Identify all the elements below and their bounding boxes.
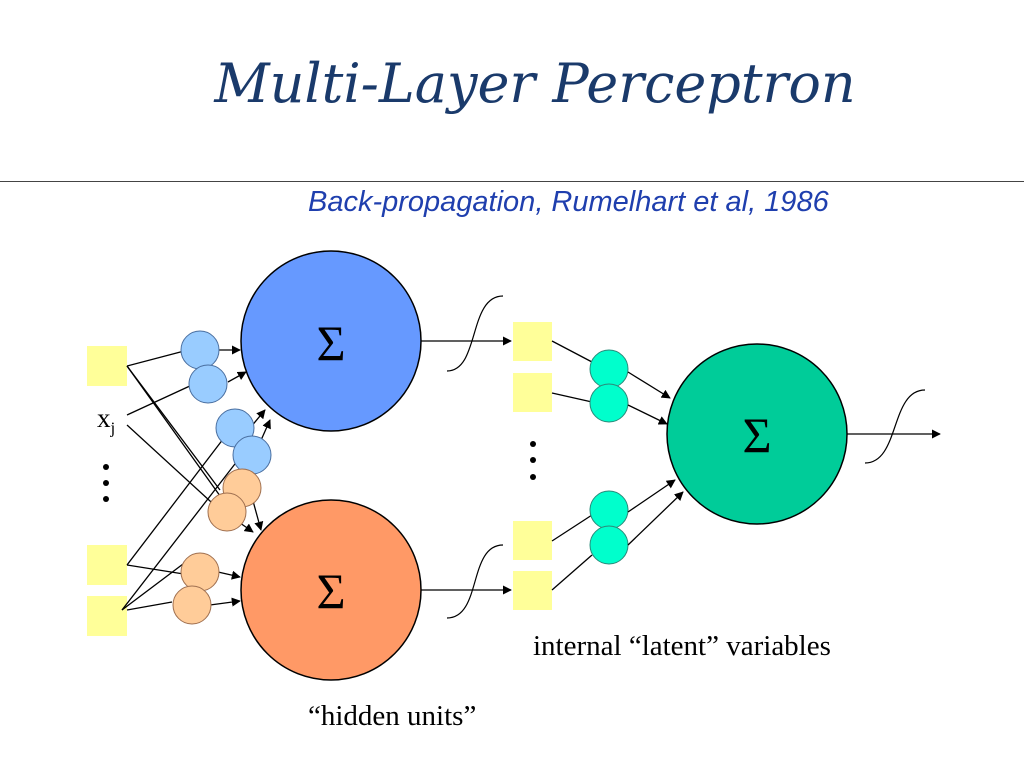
input-label-main: x [97, 403, 111, 433]
latent-box-1 [513, 322, 552, 361]
hidden-units-caption: “hidden units” [308, 700, 477, 732]
hidden-output-arrows [421, 336, 512, 595]
sigmoid-icon [446, 544, 504, 619]
latent-box-2 [513, 373, 552, 412]
sigmoid-icon [864, 389, 926, 464]
hidden-unit-1-weights [180, 330, 272, 475]
input-ellipsis [103, 464, 109, 502]
weight-node [207, 492, 247, 532]
sigmoid-icon [446, 295, 504, 372]
hidden-unit-2-weights [172, 468, 262, 625]
slide-subtitle: Back-propagation, Rumelhart et al, 1986 [308, 186, 829, 218]
hidden-unit-1-sum-symbol: Σ [316, 315, 345, 371]
weight-to-output-arrows [627, 371, 684, 546]
title-divider [0, 181, 1024, 182]
output-weights [589, 349, 629, 565]
input-box-1 [87, 346, 127, 386]
weight-node [180, 552, 220, 592]
weight-node [589, 383, 629, 423]
input-label-subscript: j [110, 418, 116, 438]
weight-node [172, 585, 212, 625]
weight-node [232, 435, 272, 475]
weight-node [188, 364, 228, 404]
latent-connections [551, 340, 593, 591]
input-box-2 [87, 545, 127, 585]
input-connections [121, 349, 239, 611]
weight-node [589, 349, 629, 389]
output-unit-sum-symbol: Σ [742, 407, 771, 463]
hidden-unit-2-sum-symbol: Σ [316, 563, 345, 619]
latent-box-4 [513, 571, 552, 610]
input-boxes [87, 346, 127, 636]
weight-node [180, 330, 220, 370]
latent-variables-caption: internal “latent” variables [533, 630, 831, 662]
weight-node [589, 490, 629, 530]
input-box-3 [87, 596, 127, 636]
sigmoid-curves [446, 295, 926, 619]
weight-node [589, 525, 629, 565]
latent-box-3 [513, 521, 552, 560]
input-variable-label: xj [97, 403, 115, 438]
latent-boxes [513, 322, 552, 610]
latent-ellipsis [530, 441, 536, 480]
slide-title: Multi-Layer Perceptron [214, 52, 856, 115]
